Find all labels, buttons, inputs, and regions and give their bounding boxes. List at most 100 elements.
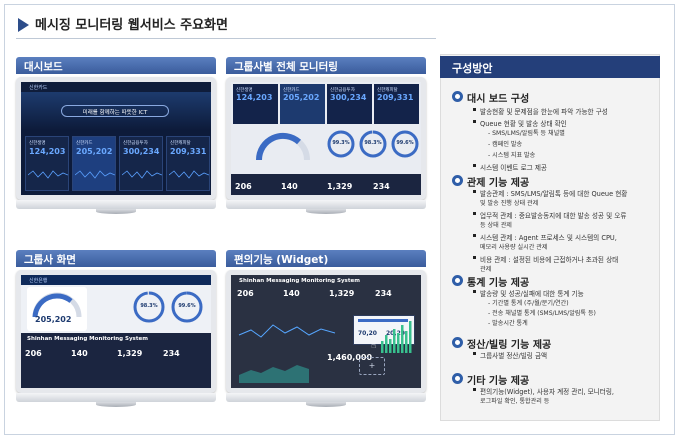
page-title: 메시징 모니터링 웹서비스 주요화면 [35, 18, 228, 33]
circle-bullet-icon [452, 373, 463, 384]
company-topbar: 신한은행 [21, 275, 211, 285]
group-stat: 140 [281, 182, 298, 191]
slide-frame [4, 4, 675, 435]
company-screen[interactable]: 신한은행 205,202 98.3%99.6% Shinhan Messaging… [21, 275, 211, 388]
dashboard-metric-label: 신한캐피탈 [170, 141, 191, 146]
company-stat: 234 [163, 349, 180, 358]
group-stats-bar: 206 140 1,329 234 [231, 174, 421, 195]
plan-sub-item: - 전송 채널별 통계 (SMS/LMS/알림톡 등) [488, 310, 596, 317]
widget-big-number: 1,460,000 [327, 353, 373, 362]
title-arrow-icon [18, 18, 29, 32]
widget-bar [397, 333, 400, 353]
plan-sub-item: - 기간별 통계 (주/월/분기/연간) [488, 300, 569, 307]
dashboard-metric-value: 124,203 [29, 147, 66, 156]
group-metric-label: 신한금융투자 [330, 88, 355, 93]
plan-item: 관제 [480, 266, 492, 273]
section-widget-header: 편의기능 (Widget) [226, 250, 426, 267]
widget-bar [381, 341, 384, 353]
group-ring-gauge: 99.3% [327, 130, 355, 158]
plan-item: 발송현황 및 문제점을 한눈에 파악 가능한 구성 [473, 108, 608, 116]
plan-section-heading: 정산/빌링 기능 제공 [467, 340, 552, 351]
dashboard-hero-text: 미래를 함께하는 따뜻한 ICT [61, 105, 169, 117]
plan-sub-item: - 시스템 지표 발송 [488, 152, 536, 159]
widget-stat: 206 [237, 289, 254, 298]
section-dashboard-header: 대시보드 [16, 57, 216, 74]
company-dark-area: Shinhan Messaging Monitoring System 206 1… [21, 333, 211, 388]
group-monitor-stand [306, 209, 346, 214]
company-half-gauge [32, 292, 82, 318]
plan-section-heading: 통계 기능 제공 [467, 278, 530, 289]
widget-bar-chart [381, 321, 412, 353]
group-metric-label: 신한생명 [236, 88, 253, 93]
dashboard-metric-value: 209,331 [170, 147, 207, 156]
group-ring-value: 99.3% [332, 140, 350, 146]
group-ring-gauge: 99.6% [391, 130, 419, 158]
widget-stat: 1,329 [329, 289, 355, 298]
circle-bullet-icon [452, 91, 463, 102]
plan-section-heading: 기타 기능 제공 [467, 376, 530, 387]
cursor-hand-icon: ☝ [371, 341, 377, 351]
group-ring-value: 98.3% [364, 140, 382, 146]
plan-item: 및 발송 진행 상태 관제 [480, 200, 539, 207]
widget-bar [409, 321, 412, 353]
plan-sub-item: - SMS/LMS/알림톡 등 채널별 [488, 130, 565, 137]
group-ring-gauge: 98.3% [359, 130, 387, 158]
widget-stat: 140 [283, 289, 300, 298]
plan-section-heading: 관제 기능 제공 [467, 178, 530, 189]
company-ring-gauge: 99.6% [171, 291, 203, 323]
dashboard-metric-value: 300,234 [123, 147, 160, 156]
group-half-gauge [255, 132, 310, 161]
plan-item: 메모리 사용량 실시간 관제 [480, 244, 548, 251]
widget-line-series [238, 324, 336, 338]
dashboard-metric-wave [169, 170, 209, 179]
dashboard-metric-value: 205,202 [76, 147, 113, 156]
widget-area-series [239, 365, 309, 383]
group-metric-value: 300,234 [330, 93, 367, 102]
widget-screen[interactable]: Shinhan Messaging Monitoring System 206 1… [231, 275, 421, 388]
plan-item: 편의기능(Widget), 사용자 계정 관리, 모니터링, [472, 388, 615, 396]
widget-charts [238, 321, 412, 383]
group-metric-label: 신한캐피탈 [377, 88, 398, 93]
plan-item: Queue 현황 및 발송 상태 확인 [473, 120, 567, 128]
company-big-number: 205,202 [35, 315, 72, 324]
company-stat: 206 [25, 349, 42, 358]
plan-item: 로그파일 확인, 통합관리 등 [480, 398, 550, 405]
widget-banner: Shinhan Messaging Monitoring System [239, 278, 360, 284]
plan-item: 비용 관제 : 설정된 비용에 근접하거나 초과된 상태 [472, 256, 619, 264]
dashboard-monitor-stand [96, 209, 136, 214]
company-monitor-bezel [16, 393, 216, 402]
plan-item: 시스템 관제 : Agent 프로세스 및 시스템의 CPU, [473, 234, 617, 242]
group-stat: 206 [235, 182, 252, 191]
company-banner: Shinhan Messaging Monitoring System [27, 336, 148, 342]
widget-popup-progress [358, 319, 408, 322]
group-stat: 1,329 [327, 182, 353, 191]
group-stat: 234 [373, 182, 390, 191]
dashboard-monitor-bezel [16, 200, 216, 209]
group-metric-value: 209,331 [377, 93, 414, 102]
plan-panel [440, 54, 660, 421]
widget-bar [405, 331, 408, 353]
group-metric-label: 신한카드 [283, 88, 300, 93]
company-ring-gauge: 98.3% [133, 291, 165, 323]
widget-add-icon[interactable]: + [359, 357, 385, 375]
group-metric-value: 205,202 [283, 93, 320, 102]
company-brand: 신한은행 [29, 278, 48, 284]
company-stat: 1,329 [117, 349, 143, 358]
company-monitor: 신한은행 205,202 98.3%99.6% Shinhan Messaging… [16, 270, 216, 393]
section-company-header: 그룹사 화면 [16, 250, 216, 267]
widget-popup[interactable]: 70,2020,20 [353, 315, 415, 345]
dashboard-metric-label: 신한생명 [29, 141, 46, 146]
plan-item: 등 상태 관제 [480, 222, 512, 229]
widget-mini-value: 70,20 [358, 330, 377, 337]
